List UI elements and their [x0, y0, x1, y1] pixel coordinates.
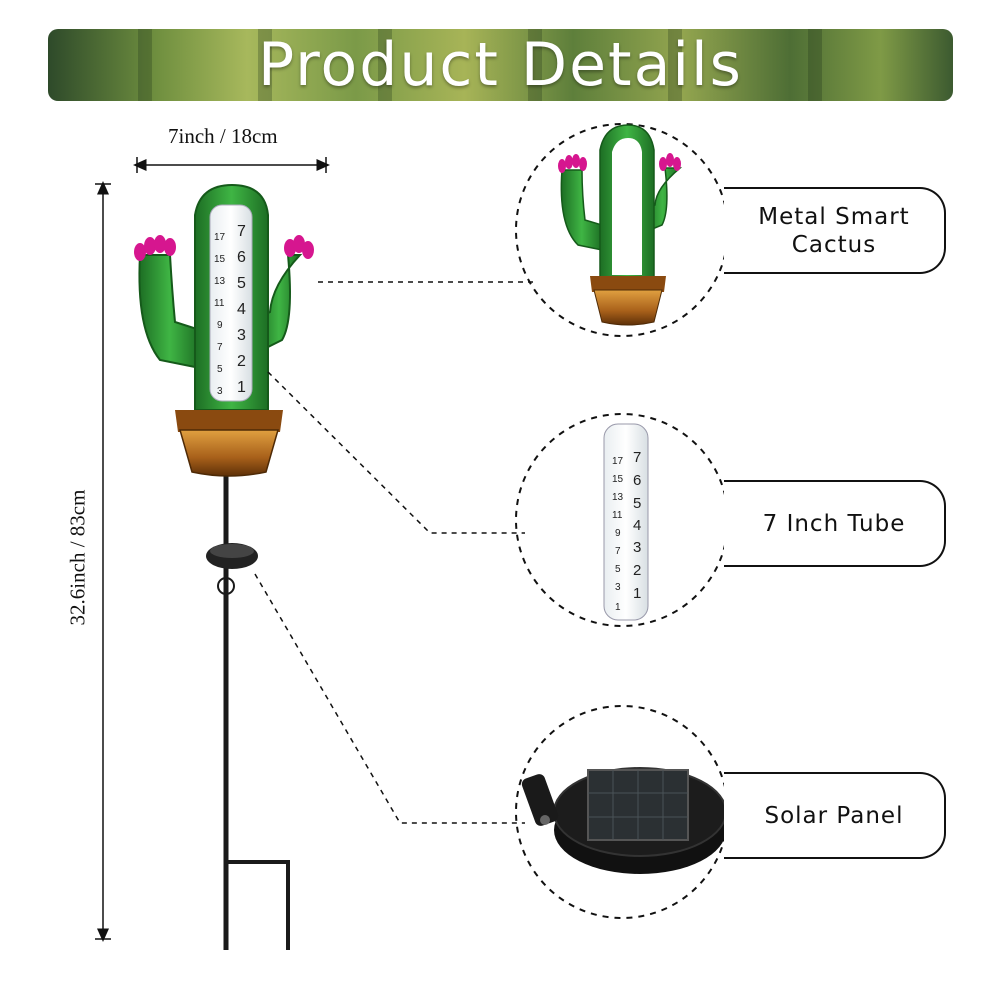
leader-tube [267, 371, 525, 534]
tube-detail-image: 17 15 13 11 9 7 5 3 1 7 6 5 4 3 2 1 [603, 423, 649, 621]
callout-label-solar: Solar Panel [724, 772, 946, 859]
svg-text:15: 15 [612, 474, 624, 485]
cactus-body [134, 183, 314, 411]
height-dimension-arrow [95, 181, 111, 942]
leader-lines [254, 222, 737, 824]
svg-text:6: 6 [633, 472, 641, 489]
width-dimension-arrow [133, 157, 330, 173]
svg-text:9: 9 [615, 528, 621, 539]
scale-right-5: 5 [237, 275, 246, 292]
scale-left-11: 11 [214, 298, 225, 309]
header-banner: Product Details [48, 29, 953, 101]
callout-label-cactus-line1: Metal Smart [758, 203, 910, 230]
callout-label-tube-text: 7 Inch Tube [762, 510, 906, 537]
scale-right-6: 6 [237, 249, 246, 266]
width-dimension-label: 7inch / 18cm [168, 124, 278, 148]
scale-left-15: 15 [214, 254, 226, 265]
scale-right-3: 3 [237, 327, 246, 344]
cactus-pot [175, 410, 283, 477]
svg-text:3: 3 [633, 539, 641, 556]
svg-text:1: 1 [633, 585, 641, 602]
svg-text:3: 3 [615, 582, 621, 593]
leader-solar [254, 573, 525, 824]
main-tube-scale: 17 15 13 11 9 7 5 3 7 6 5 4 3 2 1 [214, 223, 246, 397]
banner-title: Product Details [258, 30, 743, 100]
svg-text:17: 17 [612, 456, 624, 467]
svg-text:4: 4 [633, 517, 641, 534]
svg-text:13: 13 [612, 492, 624, 503]
scale-left-7: 7 [217, 342, 223, 353]
svg-text:5: 5 [633, 495, 641, 512]
callout-label-cactus-line2: Cactus [791, 231, 877, 258]
scale-right-1: 1 [237, 379, 246, 396]
scale-left-17: 17 [214, 232, 226, 243]
solar-panel-detail-image [521, 767, 727, 874]
svg-text:5: 5 [615, 564, 621, 575]
svg-text:7: 7 [615, 546, 621, 557]
scale-left-5: 5 [217, 364, 223, 375]
callout-label-tube: 7 Inch Tube [724, 480, 946, 567]
svg-text:11: 11 [612, 510, 623, 521]
scale-right-4: 4 [237, 301, 246, 318]
garden-stake [217, 460, 290, 950]
scale-left-3: 3 [217, 386, 223, 397]
scale-right-7: 7 [237, 223, 246, 240]
callout-label-solar-text: Solar Panel [764, 802, 904, 829]
stake-solar-light [206, 543, 258, 569]
scale-left-9: 9 [217, 320, 223, 331]
svg-text:1: 1 [615, 602, 621, 613]
scale-left-13: 13 [214, 276, 226, 287]
svg-text:2: 2 [633, 562, 641, 579]
callout-label-cactus: Metal Smart Cactus [724, 187, 946, 274]
cactus-detail-image [558, 124, 683, 326]
scale-right-2: 2 [237, 353, 246, 370]
svg-text:7: 7 [633, 449, 641, 466]
